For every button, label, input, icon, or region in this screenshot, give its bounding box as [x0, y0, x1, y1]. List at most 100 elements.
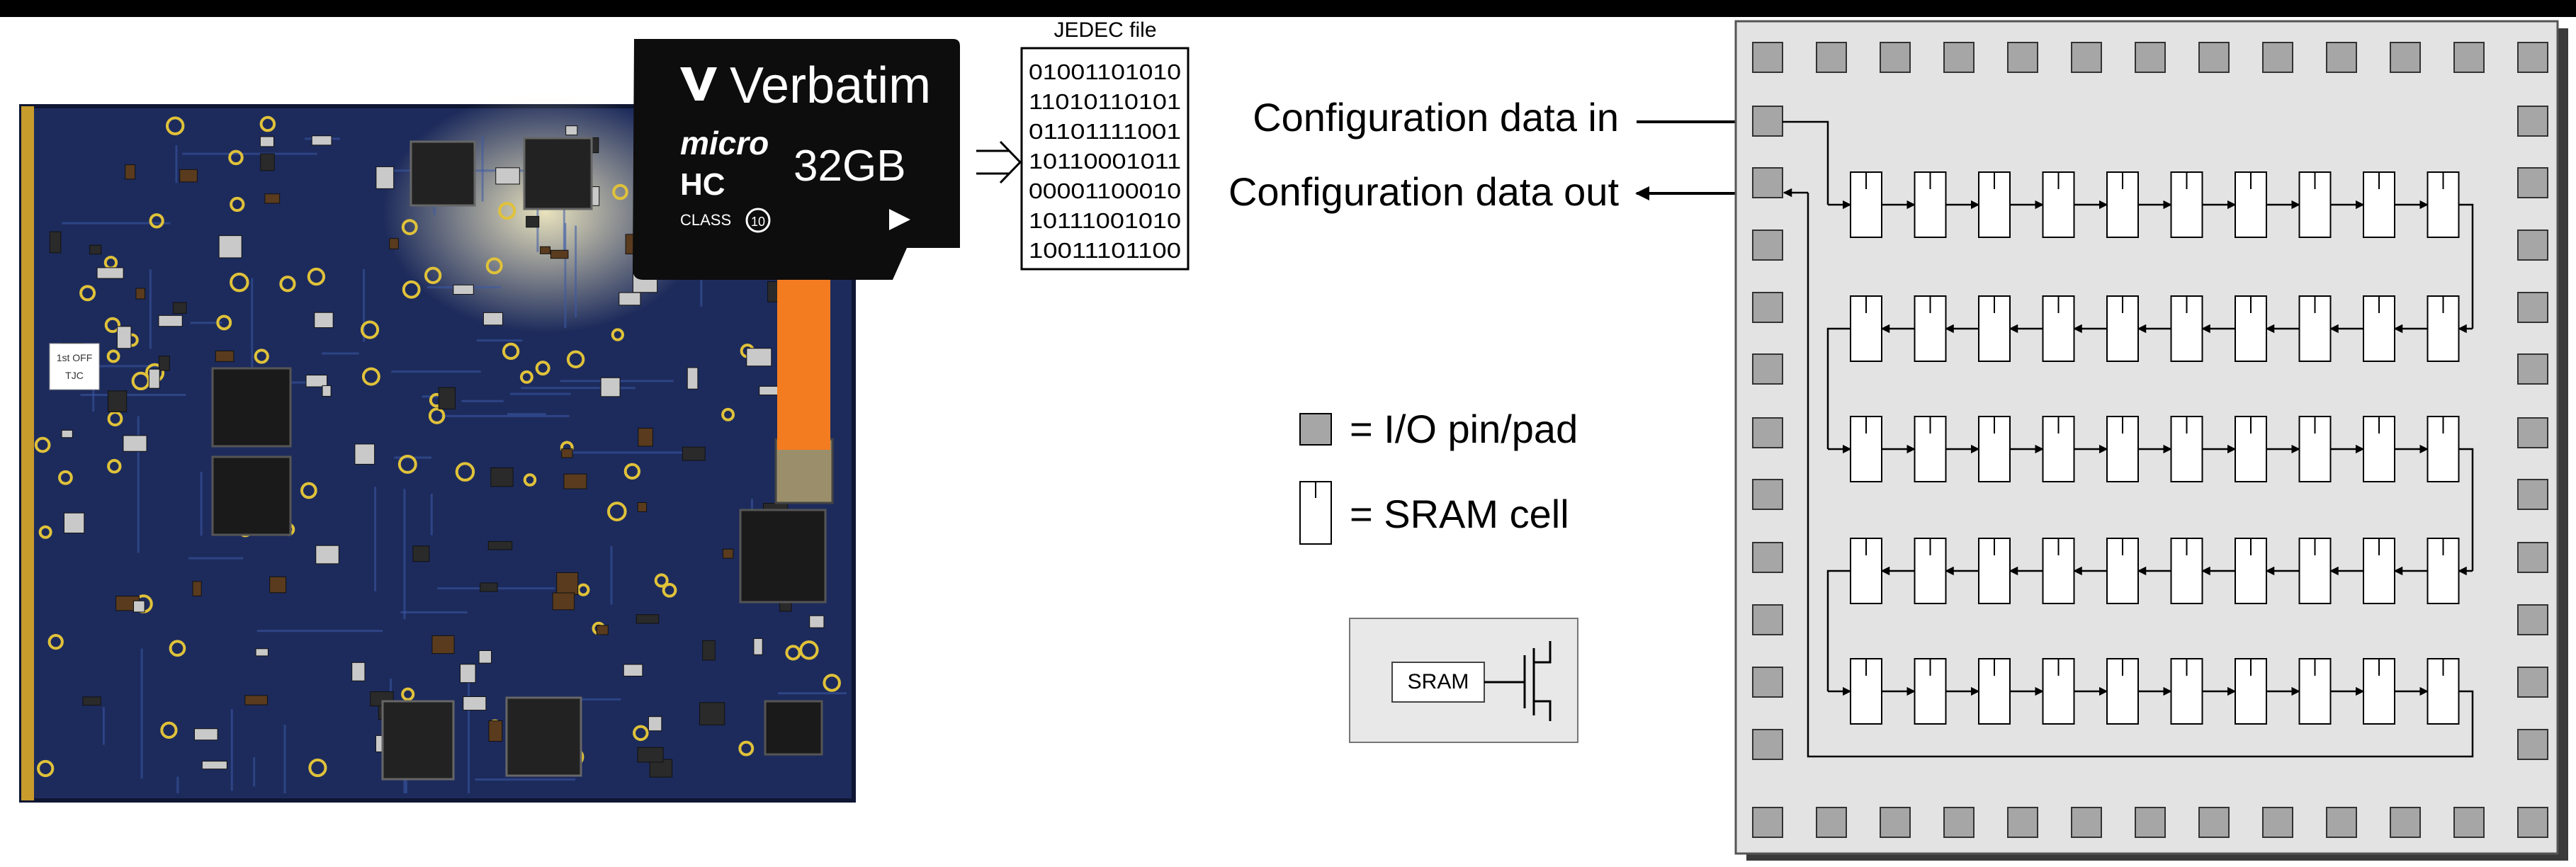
smd-component — [49, 231, 62, 254]
sram-cell — [1978, 295, 2011, 362]
jedec-line: 11010110101 — [1029, 89, 1181, 114]
sram-cell — [1914, 538, 1947, 604]
sram-cell — [2363, 538, 2395, 604]
smd-component — [618, 292, 641, 306]
card-logo-micro: micro — [680, 125, 769, 162]
io-pad — [1752, 604, 1783, 635]
smd-component — [315, 545, 339, 565]
jedec-line: 10110001011 — [1029, 149, 1181, 174]
smd-component — [596, 625, 609, 635]
smd-component — [82, 696, 101, 706]
smd-component — [487, 540, 513, 550]
board-sticker — [49, 343, 100, 390]
io-pad — [1752, 353, 1783, 385]
smd-component — [648, 716, 662, 732]
smd-component — [259, 136, 274, 147]
pcb-via — [662, 582, 677, 598]
smd-component — [412, 545, 430, 562]
io-pad — [2198, 42, 2230, 73]
pcb-via — [455, 462, 475, 482]
power-module — [505, 696, 582, 777]
smd-component — [637, 747, 664, 763]
insert-direction-icon — [889, 209, 910, 230]
orange-arrow-shaft — [777, 280, 830, 450]
legend-io-label: = I/O pin/pad — [1350, 407, 1578, 451]
sram-cell — [2106, 295, 2139, 362]
fpga-chip — [1734, 20, 2568, 861]
chain-wire — [2458, 203, 2474, 329]
sram-transistor-detail: SRAM — [1349, 618, 1578, 743]
smd-component — [759, 385, 779, 396]
smd-component — [244, 695, 268, 706]
power-module — [409, 140, 476, 207]
legend-io-pad-icon — [1299, 413, 1332, 446]
pcb-via — [107, 411, 123, 426]
pcb-via — [535, 361, 550, 376]
smd-component — [431, 635, 455, 654]
io-pad — [2262, 42, 2293, 73]
io-pad — [1752, 106, 1783, 137]
smd-component — [305, 375, 328, 387]
jedec-line: 00001100010 — [1029, 178, 1181, 203]
pcb-via — [402, 280, 421, 299]
sram-cell — [2106, 538, 2139, 604]
io-pad — [2517, 292, 2548, 323]
pcb-via — [519, 370, 533, 384]
pcb-via — [230, 196, 245, 212]
jedec-line: 10011101100 — [1029, 238, 1181, 263]
sram-cell — [1914, 658, 1947, 725]
io-pad — [1816, 42, 1847, 73]
smd-component — [133, 600, 145, 613]
io-pad — [1752, 42, 1783, 73]
pcb-via — [498, 202, 516, 220]
sram-cell — [2106, 658, 2139, 725]
sram-cell — [2042, 295, 2075, 362]
smd-component — [116, 326, 132, 349]
ic-chip — [211, 455, 292, 536]
sram-cell — [2042, 658, 2075, 725]
pcb-via — [633, 725, 649, 742]
sram-cell — [1914, 171, 1947, 238]
smd-component — [453, 284, 474, 295]
smd-component — [540, 246, 551, 254]
card-body — [633, 39, 960, 280]
smd-component — [495, 167, 520, 185]
io-pad — [2453, 807, 2485, 838]
sticker-line-1: 1st OFF — [57, 352, 93, 363]
io-pad — [1816, 807, 1847, 838]
sram-cell — [1850, 416, 1882, 482]
io-pad — [2517, 167, 2548, 198]
chain-wire — [1783, 120, 1829, 205]
chain-wire — [1807, 193, 2474, 758]
legend: = I/O pin/pad = SRAM cell — [1299, 407, 1578, 545]
pcb-via — [37, 759, 55, 778]
smd-component — [96, 267, 124, 279]
io-pad — [1752, 417, 1783, 448]
io-pad — [2007, 42, 2038, 73]
pcb-via — [611, 328, 625, 341]
sram-cell — [2427, 416, 2460, 482]
pcb-via — [360, 320, 380, 339]
sticker-line-2: TJC — [65, 370, 84, 381]
sram-cell — [2106, 416, 2139, 482]
io-pad — [2326, 42, 2357, 73]
sram-cell — [2427, 295, 2460, 362]
io-pad — [2198, 807, 2230, 838]
smd-component — [351, 662, 366, 681]
smd-component — [172, 302, 187, 314]
io-pad — [2517, 604, 2548, 635]
smd-component — [623, 664, 643, 676]
sram-cell — [1850, 538, 1882, 604]
pcb-via — [279, 276, 296, 293]
smd-component — [322, 385, 332, 397]
io-pad — [1752, 542, 1783, 573]
smd-component — [809, 615, 825, 628]
smd-component — [753, 638, 763, 655]
power-module — [523, 137, 593, 210]
sram-cell — [2298, 416, 2332, 482]
pcb-via — [34, 436, 51, 453]
pcb-via — [160, 721, 178, 739]
pcb-via — [107, 459, 122, 474]
io-pad — [2135, 42, 2166, 73]
card-capacity: 32GB — [793, 142, 906, 191]
